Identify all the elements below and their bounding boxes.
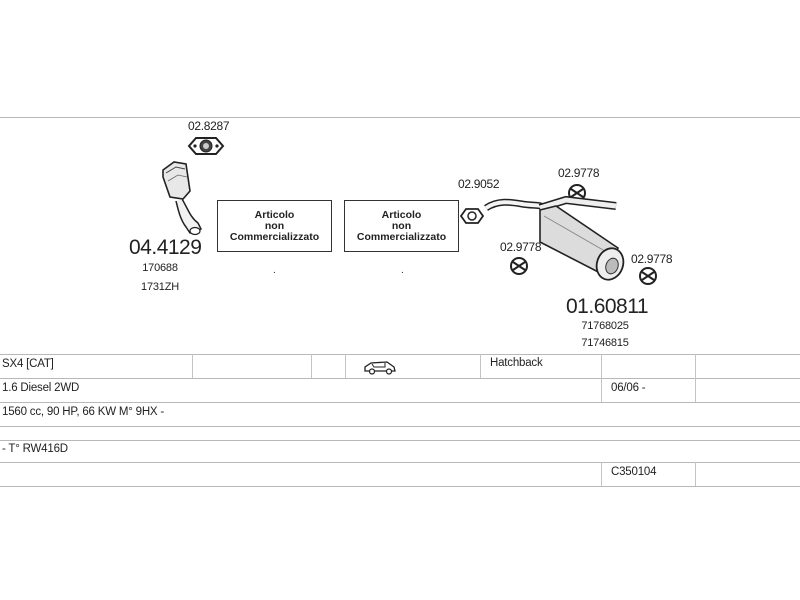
table-divider: [601, 378, 602, 402]
table-line: [0, 426, 800, 427]
silencer-ref: 01.60811: [566, 295, 649, 318]
catalyst-ref: 04.4129: [129, 236, 202, 259]
engine-specs: 1560 cc, 90 HP, 66 KW M° 9HX -: [2, 406, 165, 418]
catalyst-oe-1: 170688: [142, 262, 178, 274]
table-divider: [345, 354, 346, 378]
not-available-box-2: Articolo non Commercializzato: [344, 200, 459, 252]
vehicle-type: - T° RW416D: [2, 443, 68, 455]
not-available-line: non: [264, 219, 285, 232]
rear-gasket-icon: [459, 208, 485, 224]
table-divider: [311, 354, 312, 378]
table-divider: [601, 462, 602, 486]
table-line: [0, 486, 800, 487]
table-divider: [695, 378, 696, 402]
rubber-hanger-icon: [639, 267, 657, 285]
catalyst-gasket-code: 02.8287: [188, 119, 230, 133]
silencer-oe-1: 71768025: [581, 320, 629, 332]
table-divider: [480, 354, 481, 378]
body-type: Hatchback: [490, 357, 543, 369]
not-available-box-1: Articolo non Commercializzato: [217, 200, 332, 252]
not-available-line: Commercializzato: [229, 230, 320, 243]
table-line: [0, 402, 800, 403]
rear-silencer-icon: [484, 195, 625, 281]
not-available-line: non: [391, 219, 412, 232]
table-line: [0, 440, 800, 441]
not-available-line: Commercializzato: [356, 230, 447, 243]
vehicle-code: C350104: [611, 466, 657, 478]
table-divider: [192, 354, 193, 378]
table-divider: [695, 462, 696, 486]
car-icon: [364, 361, 396, 375]
gasket-icon: [187, 137, 225, 155]
table-divider: [695, 354, 696, 378]
catalyst-oe-2: 1731ZH: [141, 281, 179, 293]
rubber-hanger-icon: [510, 257, 528, 275]
frame-top-line: [0, 117, 800, 118]
rear-gasket-code: 02.9052: [458, 177, 500, 191]
table-line: [0, 378, 800, 379]
production-date: 06/06 -: [611, 382, 646, 394]
catalyst-icon: [162, 161, 203, 236]
engine: 1.6 Diesel 2WD: [2, 382, 80, 394]
table-line: [0, 354, 800, 355]
hanger-top-code: 02.9778: [558, 166, 600, 180]
not-available-dot-1: .: [273, 265, 276, 276]
vehicle-model: SX4 [CAT]: [2, 358, 54, 370]
silencer-oe-2: 71746815: [581, 337, 629, 349]
not-available-line: Articolo: [254, 208, 295, 221]
not-available-dot-2: .: [401, 265, 404, 276]
hanger-left-code: 02.9778: [500, 240, 542, 254]
hanger-right-code: 02.9778: [631, 252, 673, 266]
not-available-line: Articolo: [381, 208, 422, 221]
table-divider: [601, 354, 602, 378]
table-line: [0, 462, 800, 463]
